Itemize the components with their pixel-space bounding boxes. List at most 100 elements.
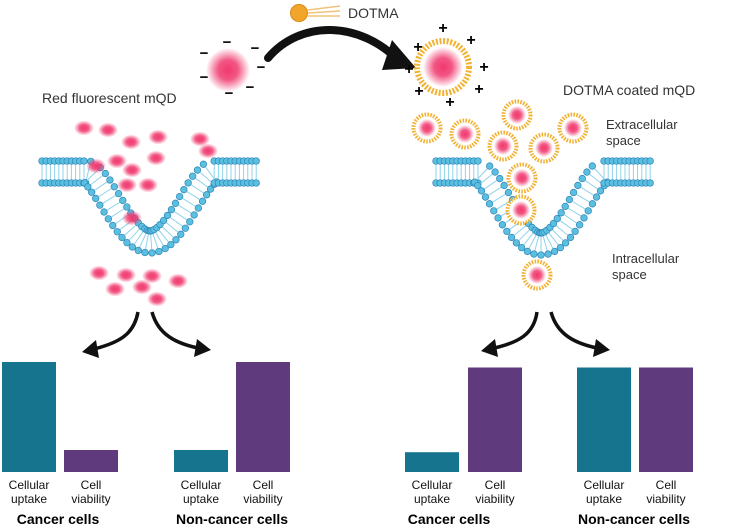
lipid-head <box>198 197 207 205</box>
lipid-tail <box>563 214 577 224</box>
mqd-core <box>564 119 582 137</box>
lipid-head <box>190 211 198 219</box>
tick-label: Cell <box>656 478 677 492</box>
lipid-head <box>474 157 482 165</box>
red-fluorescent-mqd <box>122 162 142 178</box>
lipid-tail <box>559 220 573 230</box>
negative-charge: − <box>225 85 234 102</box>
lipid-head <box>578 174 586 183</box>
lipid-head <box>199 160 208 168</box>
lipid-tail <box>488 186 502 196</box>
positive-charge: + <box>414 83 423 100</box>
lipid-head <box>574 181 582 190</box>
dotma-label: DOTMA <box>348 5 399 21</box>
lipid-head <box>494 214 502 222</box>
lipid-tail <box>584 180 598 190</box>
lipid-tail <box>518 229 530 241</box>
group-label: Non-cancer cells <box>176 511 288 527</box>
lipid-head <box>123 238 131 247</box>
negative-charge: − <box>257 59 266 76</box>
dotma-coated-mqd-group <box>411 99 589 291</box>
lipid-tail <box>480 173 493 184</box>
lipid-tail <box>195 177 208 188</box>
lipid-tail <box>528 234 537 249</box>
bar-cell-viability <box>639 367 693 472</box>
lipid-tail <box>124 224 137 236</box>
red-fluorescent-mqd <box>98 122 118 138</box>
dotma-coated-mqd-label: DOTMA coated mQD <box>563 82 695 98</box>
lipid-tail <box>190 184 204 194</box>
lipid-tail <box>552 229 564 241</box>
lipid-tail <box>139 233 147 248</box>
lipid-head <box>566 233 575 242</box>
tick-label: uptake <box>586 492 622 506</box>
coating-arrow-head <box>382 40 416 70</box>
bar-cellular-uptake <box>577 367 631 472</box>
charged-mqd-coated: ++++++++ <box>404 20 488 111</box>
lipid-tail <box>199 171 212 183</box>
lipid-head <box>491 168 499 176</box>
lipid-tail <box>152 233 159 249</box>
lipid-head <box>588 200 597 208</box>
positive-charge: + <box>445 94 454 111</box>
red-fluorescent-mqd <box>74 120 94 136</box>
lipid-head <box>167 206 176 214</box>
lipid-head <box>252 179 260 187</box>
lipid-head <box>569 188 578 197</box>
lipid-tail <box>542 236 548 251</box>
branch-arrows-right <box>481 311 610 357</box>
lipid-head <box>592 193 601 201</box>
lipid-head <box>485 200 494 208</box>
red-fluorescent-mqd <box>105 281 125 297</box>
red-fluorescent-mqd-group <box>74 120 218 307</box>
cell-membrane-left <box>38 157 260 257</box>
lipid-head <box>503 227 511 236</box>
lipid-head <box>100 208 108 216</box>
lipid-head <box>194 204 203 212</box>
branch-arrows-left <box>82 311 211 358</box>
positive-charge: + <box>413 39 422 56</box>
tick-label: uptake <box>183 492 219 506</box>
lipid-head <box>507 233 516 242</box>
lipid-tail <box>576 193 590 203</box>
lipid-tail <box>545 234 554 249</box>
lipid-head <box>167 240 175 249</box>
lipid-head <box>104 215 112 223</box>
negative-charge: − <box>200 69 209 86</box>
lipid-head <box>481 193 490 201</box>
tick-label: uptake <box>11 492 47 506</box>
lipid-tail <box>534 236 540 251</box>
lipid-head <box>134 246 142 255</box>
lipid-head <box>549 219 558 228</box>
lipid-tail <box>523 232 534 246</box>
lipid-head <box>161 244 169 253</box>
lipid-head <box>561 239 570 247</box>
mqd-core <box>535 139 553 157</box>
red-fluorescent-mqd <box>168 273 188 289</box>
tick-label: Cell <box>485 478 506 492</box>
lipid-head <box>498 221 507 229</box>
lipid-tail <box>128 228 140 241</box>
lipid-tail <box>162 226 174 238</box>
red-fluorescent-mqd <box>116 267 136 283</box>
lipid-tail <box>98 188 112 198</box>
bar-cellular-uptake <box>405 452 459 472</box>
lipid-head <box>504 188 513 197</box>
lipid-head <box>118 233 126 242</box>
lipid-head <box>113 228 121 236</box>
group-label: Cancer cells <box>408 511 491 527</box>
red-fluorescent-mqd <box>132 279 152 295</box>
red-fluorescent-mqd <box>89 265 109 281</box>
lipid-tail <box>111 208 125 218</box>
red-fluorescent-mqd <box>107 153 127 169</box>
tick-label: Cellular <box>9 478 50 492</box>
lipid-head <box>580 214 588 222</box>
lipid-head <box>646 179 654 187</box>
lipid-head <box>557 209 565 217</box>
negative-charges: −−−−−−− <box>200 34 266 102</box>
tick-label: viability <box>243 492 282 506</box>
lipid-tail <box>205 166 215 180</box>
lipid-tail <box>166 222 179 233</box>
lipid-head <box>80 157 88 165</box>
